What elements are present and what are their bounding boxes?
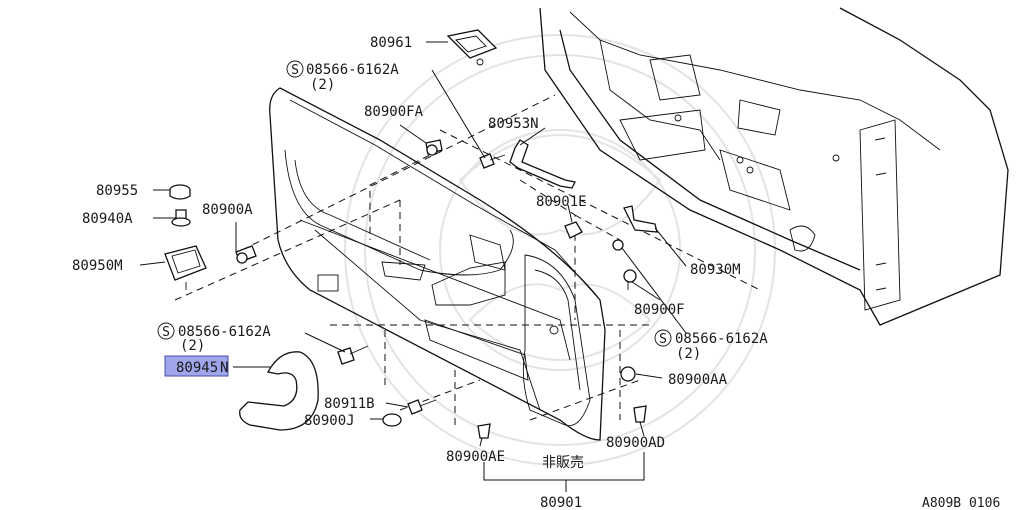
door-trim-panel bbox=[269, 87, 606, 441]
part-80945N-drawing bbox=[239, 351, 319, 431]
label-80900J[interactable]: 80900J bbox=[304, 413, 355, 429]
part-80950M-drawing bbox=[164, 245, 207, 290]
part-80900A-drawing bbox=[235, 245, 257, 264]
label-80911B[interactable]: 80911B bbox=[324, 396, 375, 412]
part-80900AE-drawing bbox=[477, 423, 491, 439]
label-80961[interactable]: 80961 bbox=[370, 35, 412, 51]
part-80940A-drawing bbox=[171, 209, 191, 227]
label-80900A[interactable]: 80900A bbox=[202, 202, 253, 218]
label-80900FA[interactable]: 80900FA bbox=[364, 104, 424, 120]
guide-lines bbox=[174, 94, 761, 430]
label-leaders bbox=[139, 41, 687, 492]
part-80930M-drawing bbox=[612, 205, 658, 251]
label-80953N[interactable]: 80953N bbox=[488, 116, 539, 132]
svg-text:S: S bbox=[291, 63, 299, 78]
label-80955[interactable]: 80955 bbox=[96, 183, 138, 199]
svg-text:S: S bbox=[162, 325, 170, 340]
part-80961-drawing bbox=[446, 29, 498, 66]
label-80900F[interactable]: 80900F bbox=[634, 302, 685, 318]
label-08566-6162A-left[interactable]: 08566-6162A bbox=[178, 324, 271, 340]
label-qty-left: (2) bbox=[180, 338, 205, 354]
standard-part-symbol-right: S bbox=[654, 329, 672, 347]
part-80900AA-drawing bbox=[620, 366, 636, 382]
part-80900F-drawing bbox=[623, 269, 637, 290]
svg-text:S: S bbox=[659, 332, 667, 347]
label-80901E[interactable]: 80901E bbox=[536, 194, 587, 210]
part-08566-left-screw-drawing bbox=[337, 345, 369, 365]
part-80900J-drawing bbox=[382, 413, 402, 427]
label-80940A[interactable]: 80940A bbox=[82, 211, 133, 227]
watermark-crest bbox=[344, 34, 776, 466]
label-80945N-suffix: N bbox=[220, 360, 228, 376]
standard-part-symbol-left: S bbox=[157, 322, 175, 340]
label-80900AD[interactable]: 80900AD bbox=[606, 435, 665, 451]
label-80901[interactable]: 80901 bbox=[540, 495, 582, 510]
part-80911B-drawing bbox=[407, 399, 437, 415]
label-08566-6162A-top[interactable]: 08566-6162A bbox=[306, 62, 399, 78]
part-80901E-drawing bbox=[564, 221, 583, 239]
label-qty-right: (2) bbox=[676, 346, 701, 362]
label-80930M[interactable]: 80930M bbox=[690, 262, 741, 278]
label-08566-6162A-right[interactable]: 08566-6162A bbox=[675, 331, 768, 347]
label-not-sold: 非販売 bbox=[542, 455, 584, 471]
part-80900FA-drawing bbox=[425, 139, 443, 156]
part-80955-drawing bbox=[169, 184, 191, 200]
selected-part-highlight[interactable] bbox=[164, 355, 229, 377]
door-inner-panel bbox=[539, 7, 1009, 326]
label-80900AA[interactable]: 80900AA bbox=[668, 372, 728, 388]
diagram-reference-code: A809B 0106 bbox=[922, 496, 1000, 510]
standard-part-symbol-top: S bbox=[286, 60, 304, 78]
label-qty-top: (2) bbox=[310, 77, 335, 93]
label-80945N[interactable]: 80945 bbox=[176, 360, 218, 376]
label-80950M[interactable]: 80950M bbox=[72, 258, 123, 274]
label-80900AE[interactable]: 80900AE bbox=[446, 449, 505, 465]
part-08566-top-screw-drawing bbox=[479, 153, 506, 169]
part-80953N-drawing bbox=[509, 139, 576, 189]
part-80900AD-drawing bbox=[633, 405, 647, 423]
